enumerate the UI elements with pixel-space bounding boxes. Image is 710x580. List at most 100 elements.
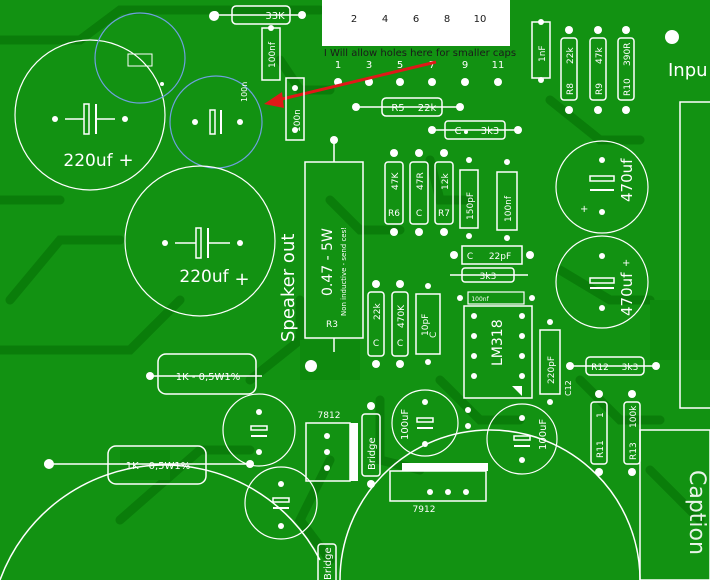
header-pin-3: 3 <box>366 60 372 71</box>
capacitor-small-blue-a <box>94 12 186 104</box>
copper-traces <box>0 5 705 565</box>
capacitor-100uf-b: 100uF <box>465 403 558 475</box>
ic-lm318-label: LM318 <box>490 319 506 366</box>
regulator-7912: 7912 <box>389 463 488 515</box>
capacitor-small-left-b <box>244 466 318 540</box>
pin-header: 2 4 6 8 10 1 3 5 7 9 11 <box>322 0 510 86</box>
capacitor-150pf: 150pF <box>459 157 479 239</box>
capacitor-220uf-bottom-label: 220uf <box>179 267 229 287</box>
capacitor-100nf-top: 100nf <box>496 159 518 241</box>
resistor-r10-value: 390R <box>623 43 633 66</box>
resistor-47r-ref: C <box>416 209 422 219</box>
resistor-r5: R5 22k <box>352 97 464 117</box>
resistor-r11-value: 1 <box>596 412 606 418</box>
transformer-outline-left <box>0 464 321 580</box>
capacitor-100nf-chip-label: 100nf <box>471 296 489 303</box>
resistor-r9: 47k R9 <box>589 26 607 114</box>
resistor-33k-label: 33K <box>265 11 285 22</box>
resistor-r13-value: 100k <box>629 405 639 428</box>
capacitor-22pf-label: 22pF <box>489 252 511 262</box>
resistor-470k: 470K C <box>391 280 409 368</box>
bridge-rectifier-b: Bridge <box>317 543 337 580</box>
capacitor-100nf-top-label: 100nf <box>504 195 514 222</box>
header-pin-4: 4 <box>382 14 388 25</box>
power-resistor-value: 0.47 - 5W <box>320 228 336 296</box>
resistor-r8: 22k R8 <box>560 26 578 114</box>
resistor-r9-ref: R9 <box>595 83 605 95</box>
power-resistor-r3: 0.47 - 5W Non inductive - send ces! R3 <box>304 136 364 352</box>
capacitor-22pf-ref: C <box>467 252 473 262</box>
resistor-r12: R12 3k3 <box>566 356 660 376</box>
capacitor-220uf-bottom: 220uf + <box>124 165 276 317</box>
capacitor-100n-b-label: 100n <box>293 109 303 132</box>
capacitor-220pf-label: 220pF <box>547 356 557 384</box>
mounting-hole-mid <box>305 360 317 372</box>
capacitor-22pf: C 22pF <box>450 245 534 265</box>
annotation-text: I Will allow holes here for smaller caps <box>324 48 516 59</box>
resistor-r5-ref: R5 <box>391 103 404 114</box>
capacitor-470uf-bottom-label: 470uf <box>618 272 636 316</box>
resistor-1k-b: 1K - 0,5W1% <box>44 445 254 485</box>
regulator-7912-label: 7912 <box>413 505 436 515</box>
capacitor-100uf-a: 100uF <box>391 389 459 457</box>
capacitor-220uf-top-plus: + <box>118 150 133 171</box>
capacitor-470uf-top-plus: + <box>580 204 588 215</box>
bridge-rectifier-b-label: Bridge <box>323 547 334 580</box>
capacitor-220pf-ref: C12 <box>564 380 573 396</box>
resistor-3k3: 3k3 <box>450 267 528 283</box>
mounting-hole-top-right <box>665 30 679 44</box>
capacitor-220uf-bottom-plus: + <box>234 269 249 290</box>
ic-lm318: LM318 <box>463 305 533 399</box>
caption-label: Caption <box>684 470 709 555</box>
capacitor-10pf: 10pF C <box>415 283 441 365</box>
input-connector-outline <box>679 101 710 409</box>
capacitor-100nf-vertical: 100nf <box>261 25 281 81</box>
capacitor-100nf-vertical-label: 100nf <box>268 41 278 68</box>
header-pin-1: 1 <box>335 60 341 71</box>
resistor-22k-mid-value: 22k <box>373 303 383 320</box>
resistor-r12-ref: R12 <box>591 363 609 373</box>
capacitor-150pf-label: 150pF <box>466 192 476 220</box>
header-pin-10: 10 <box>474 14 487 25</box>
capacitor-470uf-top-label: 470uf <box>618 158 636 202</box>
output-connector-outline <box>639 429 710 580</box>
resistor-r9-value: 47k <box>595 47 605 64</box>
input-label: Inpu <box>668 60 708 81</box>
speaker-out-label: Speaker out <box>278 234 299 342</box>
resistor-470k-value: 470K <box>397 304 407 328</box>
header-pin-5: 5 <box>397 60 403 71</box>
capacitor-470uf-bottom-plus: + <box>622 258 630 269</box>
resistor-1k-b-label: 1K - 0,5W1% <box>126 461 191 472</box>
resistor-r8-value: 22k <box>566 47 576 64</box>
resistor-3k3-label: 3k3 <box>480 272 497 282</box>
capacitor-470uf-top: 470uf + <box>555 140 649 234</box>
via-a <box>464 130 468 134</box>
header-pin-9: 9 <box>462 60 468 71</box>
capacitor-100uf-a-label: 100uF <box>400 409 411 440</box>
header-pin-2: 2 <box>351 14 357 25</box>
resistor-r12-value: 3k3 <box>622 363 639 373</box>
resistor-r6: 47K R6 <box>384 149 404 236</box>
resistor-r10: 390R R10 <box>617 26 635 114</box>
resistor-r8-ref: R8 <box>566 83 576 95</box>
capacitor-470uf-bottom: 470uf + <box>555 235 649 329</box>
component-c-3k3: C 3k3 <box>428 120 522 140</box>
resistor-470k-ref: C <box>397 339 403 349</box>
header-pin-11: 11 <box>492 60 505 71</box>
header-pin-8: 8 <box>444 14 450 25</box>
resistor-r7-value: 12k <box>441 173 451 190</box>
capacitor-1nf-label: 1nF <box>538 45 548 62</box>
capacitor-220uf-top: 220uf + <box>14 39 166 191</box>
capacitor-100uf-b-label: 100uF <box>538 419 549 450</box>
capacitor-10pf-label: 10pF <box>421 314 431 336</box>
regulator-7812: 7812 <box>305 411 358 482</box>
resistor-r7: 12k R7 <box>434 149 454 236</box>
bridge-rectifier-a: Bridge <box>361 402 381 488</box>
capacitor-220uf-top-label: 220uf <box>63 151 113 171</box>
resistor-1k-a-label: 1K - 0,5W1% <box>176 372 241 383</box>
mounting-hole-left <box>44 459 54 469</box>
header-pin-6: 6 <box>413 14 419 25</box>
resistor-47r: 47R C <box>409 149 429 236</box>
bridge-rectifier-a-label: Bridge <box>367 437 378 470</box>
